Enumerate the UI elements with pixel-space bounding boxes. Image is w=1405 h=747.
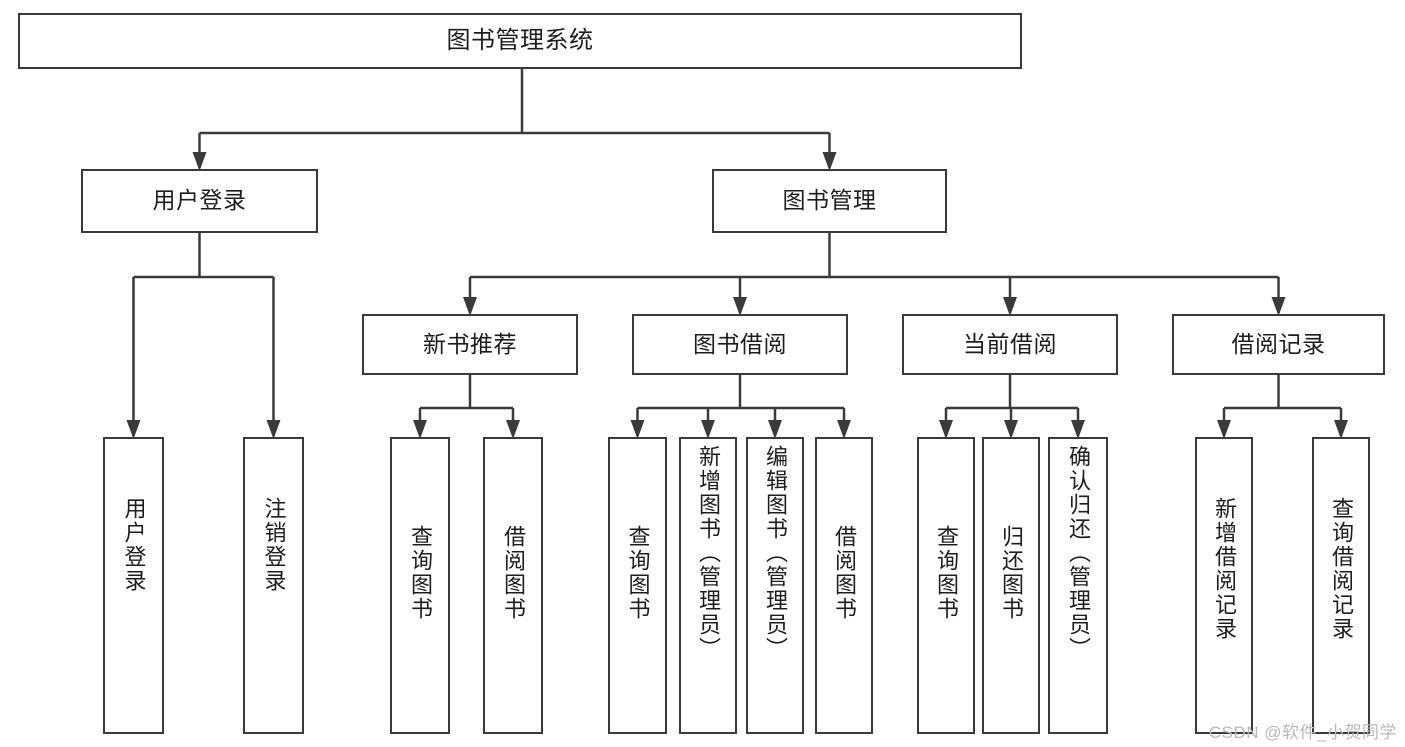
node-book-manage[interactable]: 图书管理	[712, 169, 947, 233]
node-label: 用户登录	[152, 187, 247, 214]
node-label: 查询图书	[408, 525, 433, 621]
node-label: 归还图书	[999, 525, 1024, 621]
node-user-login[interactable]: 用户登录	[81, 169, 318, 233]
node-label: 新书推荐	[423, 330, 517, 357]
node-root[interactable]: 图书管理系统	[18, 13, 1022, 69]
node-leaf-query-book-2[interactable]: 查询图书	[608, 437, 667, 734]
node-label: 新增借阅记录	[1212, 497, 1237, 641]
node-new-book-recommend[interactable]: 新书推荐	[362, 314, 578, 375]
node-leaf-add-record[interactable]: 新增借阅记录	[1195, 437, 1253, 734]
node-label: 查询图书	[625, 525, 651, 621]
node-label: 注销登录	[261, 497, 287, 593]
node-leaf-add-book[interactable]: 新增图书（管理员）	[679, 437, 737, 734]
node-leaf-query-book-3[interactable]: 查询图书	[917, 437, 975, 734]
node-leaf-borrow-book-2[interactable]: 借阅图书	[815, 437, 873, 734]
node-book-borrow[interactable]: 图书借阅	[632, 314, 848, 375]
node-label: 当前借阅	[963, 330, 1057, 357]
node-borrow-record[interactable]: 借阅记录	[1172, 314, 1385, 375]
node-label: 借阅图书	[501, 525, 526, 621]
node-label: 编辑图书（管理员）	[763, 445, 788, 661]
node-label: 图书管理系统	[446, 26, 594, 54]
node-label: 用户登录	[121, 497, 147, 593]
node-leaf-user-logout[interactable]: 注销登录	[243, 437, 304, 734]
node-label: 借阅记录	[1231, 330, 1326, 357]
node-leaf-borrow-book-1[interactable]: 借阅图书	[483, 437, 543, 734]
node-leaf-user-login[interactable]: 用户登录	[103, 437, 164, 734]
node-leaf-edit-book[interactable]: 编辑图书（管理员）	[746, 437, 804, 734]
node-leaf-confirm-return[interactable]: 确认归还（管理员）	[1048, 437, 1108, 734]
node-label: 借阅图书	[832, 525, 857, 621]
watermark-text: CSDN @软件_小贺同学	[1208, 723, 1397, 742]
node-label: 确认归还（管理员）	[1066, 445, 1091, 661]
node-leaf-query-book-1[interactable]: 查询图书	[390, 437, 450, 734]
node-label: 图书借阅	[693, 330, 787, 357]
node-label: 查询借阅记录	[1329, 497, 1354, 641]
node-current-borrow[interactable]: 当前借阅	[902, 314, 1118, 375]
node-leaf-return-book[interactable]: 归还图书	[982, 437, 1040, 734]
node-label: 新增图书（管理员）	[696, 445, 721, 661]
node-label: 查询图书	[934, 525, 959, 621]
node-leaf-query-record[interactable]: 查询借阅记录	[1312, 437, 1370, 734]
node-label: 图书管理	[782, 187, 877, 214]
